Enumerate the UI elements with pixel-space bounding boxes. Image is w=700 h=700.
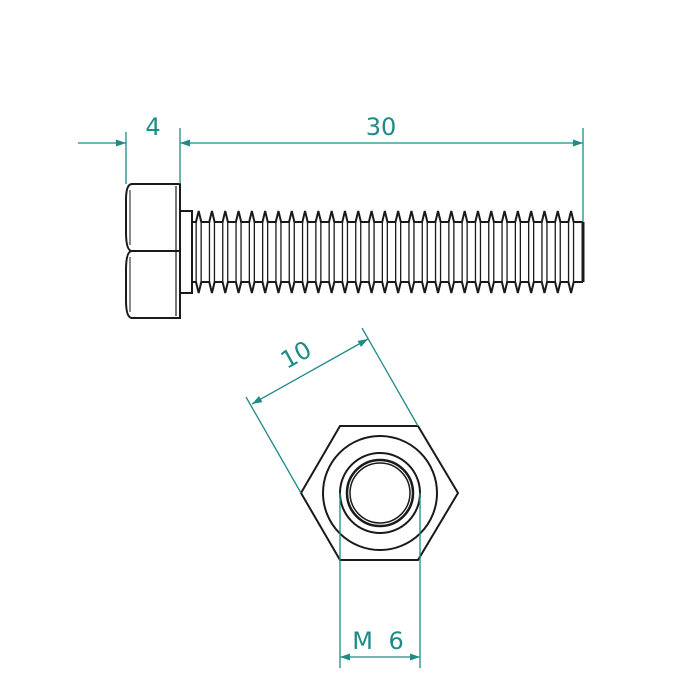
bolt-collar bbox=[180, 210, 193, 294]
hex-outline bbox=[299, 425, 460, 561]
end-view bbox=[299, 425, 460, 561]
end-dimensions bbox=[245, 327, 421, 668]
side-dimensions bbox=[78, 128, 584, 222]
thread-root-circle bbox=[345, 458, 415, 528]
head-height-label: 4 bbox=[145, 113, 160, 141]
threaded-shank bbox=[192, 210, 583, 294]
washer-face-circle bbox=[322, 435, 438, 551]
thread-size-label: M 6 bbox=[352, 627, 408, 655]
bolt-head bbox=[125, 183, 181, 319]
side-view bbox=[125, 183, 585, 319]
shank-circle bbox=[339, 452, 421, 534]
across-flats-label: 10 bbox=[276, 335, 316, 374]
shank-length-label: 30 bbox=[366, 113, 397, 141]
